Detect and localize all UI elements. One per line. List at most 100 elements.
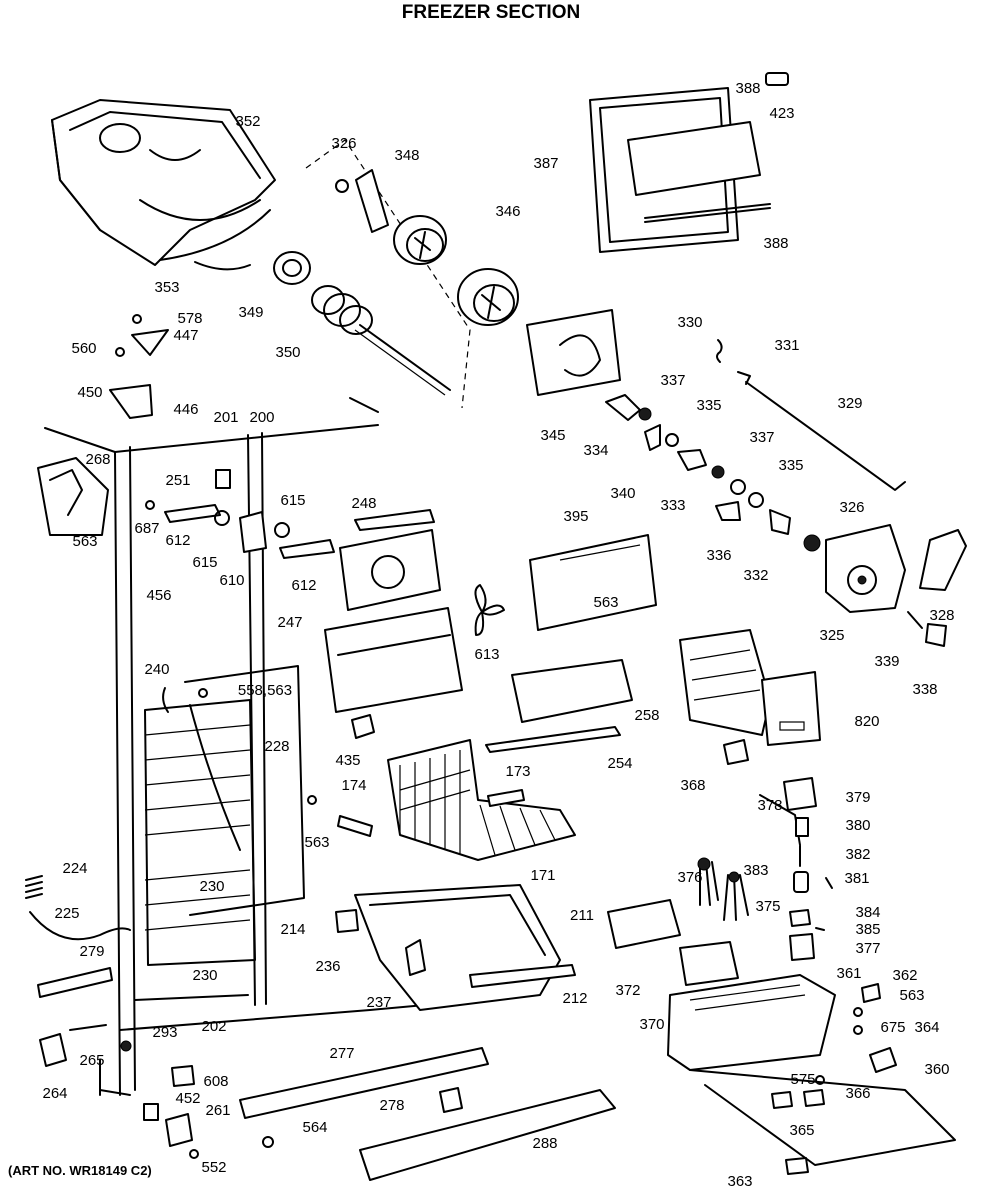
shelf-front-part (511, 659, 633, 723)
callout-c615a: 615 (280, 492, 305, 509)
callout-c452: 452 (175, 1090, 200, 1107)
wire-240-part (162, 687, 169, 713)
damper-part (351, 714, 375, 739)
callout-c388b: 388 (763, 235, 788, 252)
callout-c202: 202 (201, 1018, 226, 1035)
gear-train-part (605, 394, 791, 535)
screw-563d-part (853, 1007, 863, 1017)
callout-c333: 333 (660, 497, 685, 514)
cylinder-383-part (793, 871, 809, 893)
callout-c612a: 612 (165, 532, 190, 549)
callout-c212: 212 (562, 990, 587, 1007)
callout-c174: 174 (341, 777, 366, 794)
ice-bucket-part (51, 99, 276, 266)
roller-278-part (439, 1087, 463, 1113)
fan-shroud-part (324, 509, 463, 713)
callout-c337a: 337 (660, 372, 685, 389)
callout-c330: 330 (677, 314, 702, 331)
callout-c377: 377 (855, 940, 880, 957)
callout-c558: 558,563 (238, 682, 292, 699)
drain-spring-part (25, 875, 43, 899)
parts-artwork (25, 72, 967, 1181)
fan-blade-part (474, 584, 505, 636)
callout-c248: 248 (351, 495, 376, 512)
callout-c360: 360 (924, 1061, 949, 1078)
callout-c339: 339 (874, 653, 899, 670)
callout-c447: 447 (173, 327, 198, 344)
callout-c335a: 335 (696, 397, 721, 414)
control-box-part (667, 974, 836, 1071)
hinge-236-part (335, 909, 359, 933)
wire-basket-part (387, 739, 576, 861)
bracket-612b-part (279, 539, 335, 559)
dispenser-frame-part (589, 87, 771, 253)
plate-452-part (143, 1103, 159, 1121)
callout-c372: 372 (615, 982, 640, 999)
callout-c288: 288 (532, 1135, 557, 1152)
callout-c563b: 563 (593, 594, 618, 611)
callout-c200: 200 (249, 409, 274, 426)
harness-375-part (723, 874, 749, 921)
shelf-rail-part (485, 726, 621, 753)
paddle-part (919, 529, 967, 591)
screw-563c-part (307, 795, 317, 805)
axle-265-part (69, 1024, 107, 1031)
clip-173-part (487, 789, 525, 807)
cap-part (765, 72, 789, 86)
callout-c261: 261 (205, 1102, 230, 1119)
callout-c335b: 335 (778, 457, 803, 474)
callout-c380: 380 (845, 817, 870, 834)
callout-c230b: 230 (192, 967, 217, 984)
block-365-part (771, 1091, 793, 1109)
clip-part (737, 371, 751, 385)
callout-c340: 340 (610, 485, 635, 502)
callout-c363: 363 (727, 1173, 752, 1190)
callout-c265: 265 (79, 1052, 104, 1069)
mounting-plate-part (526, 309, 621, 396)
callout-c376: 376 (677, 869, 702, 886)
callout-c382: 382 (845, 846, 870, 863)
callout-c338: 338 (912, 681, 937, 698)
callout-c560: 560 (71, 340, 96, 357)
callout-c325: 325 (819, 627, 844, 644)
callout-c575: 575 (790, 1071, 815, 1088)
callout-c230a: 230 (199, 878, 224, 895)
art-number: (ART NO. WR18149 C2) (8, 1163, 152, 1178)
grille-288-part (359, 1089, 616, 1181)
actuator-rod-part (745, 381, 906, 491)
callout-c268: 268 (85, 451, 110, 468)
screw-560-part (115, 347, 125, 357)
block-366-part (803, 1089, 825, 1107)
callout-c687: 687 (134, 520, 159, 537)
callout-c379: 379 (845, 789, 870, 806)
bracket-368-part (723, 739, 749, 765)
screw-675-part (853, 1025, 863, 1035)
callout-c293: 293 (152, 1024, 177, 1041)
callout-c385: 385 (855, 921, 880, 938)
callout-c612b: 612 (291, 577, 316, 594)
callout-c563a: 563 (72, 533, 97, 550)
callout-c337b: 337 (749, 429, 774, 446)
screw-564-part (262, 1136, 274, 1148)
freezer-pan-part (354, 884, 576, 1011)
auger-motor-part (803, 524, 906, 613)
callout-c329: 329 (837, 395, 862, 412)
spring-part (716, 339, 723, 363)
stop-part (925, 623, 947, 647)
callout-c225: 225 (54, 905, 79, 922)
callout-c228: 228 (264, 738, 289, 755)
block-384-part (789, 909, 811, 927)
inset-box (37, 457, 109, 536)
callout-c173: 173 (505, 763, 530, 780)
grommet-615a-part (214, 510, 230, 526)
callout-c240: 240 (144, 661, 169, 678)
callout-c352: 352 (235, 113, 260, 130)
screw-575-part (815, 1075, 825, 1085)
callout-c345: 345 (540, 427, 565, 444)
callout-c384: 384 (855, 904, 880, 921)
bracket-261-part (165, 1113, 193, 1147)
crusher-part (393, 215, 519, 326)
callout-c378: 378 (757, 797, 782, 814)
callout-c214: 214 (280, 921, 305, 938)
